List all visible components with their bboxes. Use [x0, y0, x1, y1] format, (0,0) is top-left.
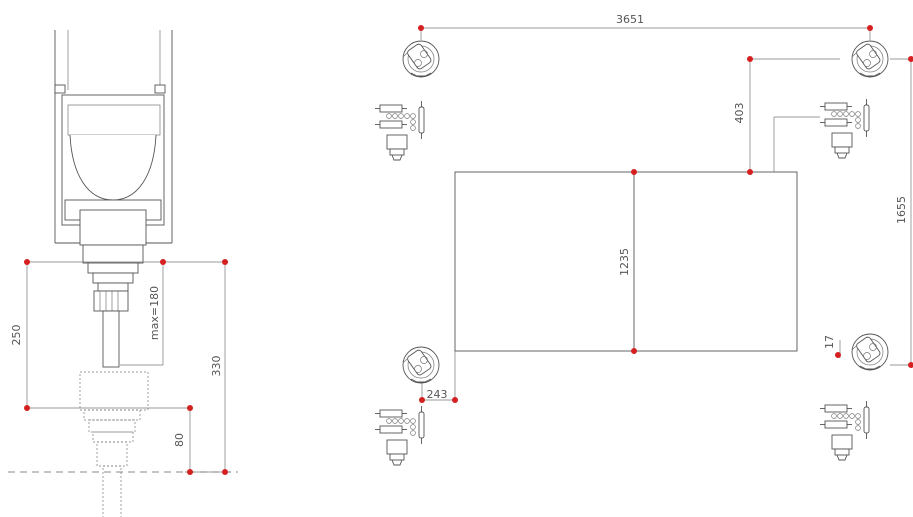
measurement-point	[835, 352, 841, 358]
measurement-point	[631, 348, 637, 354]
control-unit-icon	[819, 98, 870, 159]
measurement-point	[222, 259, 228, 265]
dimension-17: 17	[823, 335, 836, 349]
measurement-points	[24, 25, 913, 475]
measurement-point	[747, 169, 753, 175]
dimension-3651: 3651	[616, 13, 644, 26]
measurement-point	[222, 469, 228, 475]
measurement-point	[187, 405, 193, 411]
camera-icon	[851, 40, 889, 78]
measurement-point	[24, 405, 30, 411]
control-unit-icon	[374, 100, 425, 161]
measurement-point	[631, 169, 637, 175]
control-unit-icon	[819, 400, 870, 461]
dimension-max-180: max=180	[148, 286, 161, 340]
left-dimension-lines	[26, 261, 230, 473]
control-unit-icon	[374, 405, 425, 466]
camera-icon	[851, 333, 889, 371]
dimension-330: 330	[210, 356, 223, 377]
dimension-1235: 1235	[618, 248, 631, 276]
dimension-250: 250	[10, 325, 23, 346]
plan-view	[420, 27, 912, 401]
dimension-403: 403	[733, 103, 746, 124]
dimension-1655: 1655	[895, 196, 908, 224]
dimension-80: 80	[173, 433, 186, 447]
measurement-point	[187, 469, 193, 475]
measurement-point	[419, 397, 425, 403]
measurement-point	[452, 397, 458, 403]
measurement-point	[908, 56, 913, 62]
measurement-point	[867, 25, 873, 31]
spindle-head-icon	[54, 30, 173, 368]
dimension-243: 243	[427, 388, 448, 401]
measurement-point	[747, 56, 753, 62]
dashed-tool-outline	[79, 371, 149, 517]
measurement-point	[908, 362, 913, 368]
measurement-point	[24, 259, 30, 265]
measurement-point	[160, 259, 166, 265]
measurement-point	[418, 25, 424, 31]
camera-icon	[402, 346, 440, 384]
camera-icon	[402, 40, 440, 78]
